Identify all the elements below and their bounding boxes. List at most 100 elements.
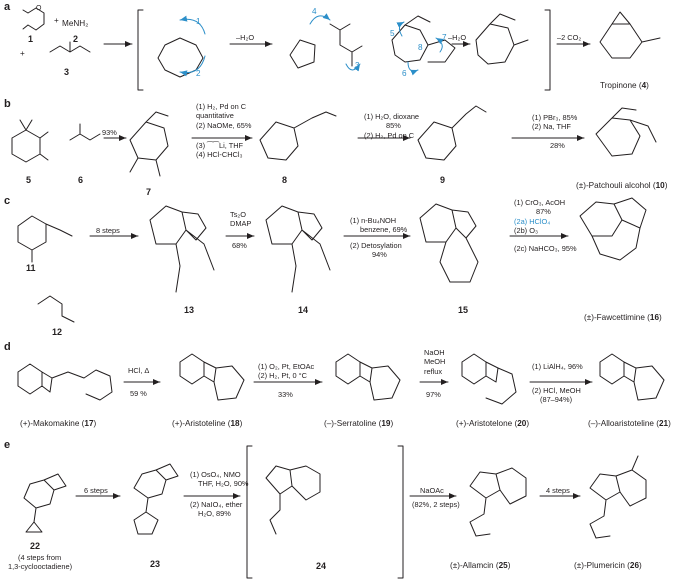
compound-5-label: 5 xyxy=(26,175,32,185)
intermediate-bracket xyxy=(137,9,551,91)
compound-23-label: 23 xyxy=(150,559,161,569)
panel-a-label: a xyxy=(4,1,11,13)
panel-e-structures xyxy=(23,445,647,579)
makomakine-name: (+)-Makomakine (17) xyxy=(20,419,97,428)
cyclohexenone-11-structure xyxy=(17,215,73,263)
compound-6-label: 6 xyxy=(78,175,84,185)
allamcin-name: (±)-Allamcin (25) xyxy=(450,561,511,570)
curly-arrow-number-5: 5 xyxy=(390,29,395,38)
decarboxylation-label: –2 CO₂ xyxy=(557,33,582,42)
panel-c-structures xyxy=(17,197,647,323)
chloride-8-structure xyxy=(259,111,337,161)
panel-a-curly-arrows xyxy=(179,13,444,77)
panel-b-label: b xyxy=(4,98,11,110)
fawcettimine-name: (±)-Fawcettimine (16) xyxy=(584,313,662,322)
dehydration-label-2: –H₂O xyxy=(448,33,467,42)
serratoline-structure xyxy=(335,353,401,401)
dehydration-label-1: –H₂O xyxy=(236,33,255,42)
compound-14-label: 14 xyxy=(298,305,309,315)
fawcettimine-structure xyxy=(579,197,647,261)
conditions-c4-lower: (2c) NaHCO₃, 95% xyxy=(514,244,577,253)
plumericin-name: (±)-Plumericin (26) xyxy=(574,561,642,570)
panel-b-structures xyxy=(11,105,657,177)
steps-c1: 8 steps xyxy=(96,226,120,235)
yield-b1: 93% xyxy=(102,128,117,137)
alloaristoteline-structure xyxy=(599,353,665,401)
compound-24-label: 24 xyxy=(316,561,327,571)
plus-sign-a1: + xyxy=(54,16,59,25)
bracket-24 xyxy=(246,445,404,579)
steps-e1: 6 steps xyxy=(84,486,108,495)
curly-arrow-6 xyxy=(407,61,419,76)
curly-arrow-number-2: 2 xyxy=(196,69,201,78)
tropinone-name: Tropinone (4) xyxy=(600,81,649,90)
panel-d-label: d xyxy=(4,341,11,353)
diketone-intermediate xyxy=(157,37,204,78)
aristotelone-name: (+)-Aristotelone (20) xyxy=(456,419,530,428)
curly-arrow-3 xyxy=(345,63,361,72)
compound-12-label: 12 xyxy=(52,327,63,337)
silyl-enol-ether-12-structure xyxy=(37,295,75,323)
compound-3-label: 3 xyxy=(64,67,70,77)
bicyclic-diacid-structure xyxy=(475,13,529,65)
conditions-d4-lower: (2) HCl, MeOH(87–94%) xyxy=(532,386,581,405)
yield-c2: 68% xyxy=(232,241,247,250)
aristoteline-structure xyxy=(179,353,245,401)
methylamine-label: MeNH₂ xyxy=(62,19,89,28)
panel-d-structures xyxy=(17,353,665,405)
panel-e-label: e xyxy=(4,439,11,451)
butenolide-23-structure xyxy=(133,463,179,535)
conditions-d1: HCl, Δ xyxy=(128,366,150,375)
allamcin-structure xyxy=(469,467,527,537)
compound-7-label: 7 xyxy=(146,187,152,197)
plus-sign-a2: + xyxy=(20,49,25,58)
aristotelone-structure xyxy=(461,353,517,405)
pyrrolinium-structure xyxy=(289,39,316,69)
patchouli-alcohol-name: (±)-Patchouli alcohol (10) xyxy=(576,181,668,190)
ketone-7-structure xyxy=(129,111,169,177)
conditions-d2: (1) O₂, Pt, EtOAc(2) H₂, Pt, 0 °C xyxy=(258,362,315,381)
bicyclic-diene-22-structure xyxy=(23,473,67,533)
panel-c-label: c xyxy=(4,195,11,207)
dienone-5-structure xyxy=(11,119,49,163)
conditions-b4-lower: 28% xyxy=(550,141,565,150)
enol-acid-structure xyxy=(329,23,363,67)
compound-8-label: 8 xyxy=(282,175,288,185)
alcohol-9-structure xyxy=(417,105,487,161)
patchouli-alcohol-structure xyxy=(595,107,657,157)
conditions-e3-lower: (82%, 2 steps) xyxy=(412,500,460,509)
compound-13-label: 13 xyxy=(184,305,195,315)
curly-arrow-2 xyxy=(179,55,206,77)
curly-arrow-number-3: 3 xyxy=(355,61,360,70)
aristoteline-name: (+)-Aristoteline (18) xyxy=(172,419,243,428)
tosylate-14-structure xyxy=(265,205,331,293)
curly-arrow-number-7: 7 xyxy=(442,33,447,42)
compound-22-label: 22 xyxy=(30,541,41,551)
succinaldehyde-structure xyxy=(22,7,45,31)
curly-arrow-5 xyxy=(396,21,405,37)
conditions-b4: (1) PBr₃, 85%(2) Na, THF xyxy=(532,113,578,132)
svg-text:O: O xyxy=(36,5,42,12)
compound-1-label: 1 xyxy=(28,34,34,44)
makomakine-structure xyxy=(17,363,113,401)
plumericin-structure xyxy=(589,455,647,539)
conditions-e3: NaOAc xyxy=(420,486,444,495)
curly-arrow-number-6: 6 xyxy=(402,69,407,78)
steps-e4: 4 steps xyxy=(546,486,570,495)
bicyclic-13-structure xyxy=(149,205,215,293)
compound-2-label: 2 xyxy=(73,34,79,44)
yield-d3: 97% xyxy=(426,390,441,399)
curly-arrow-number-1: 1 xyxy=(196,17,201,26)
enone-6-structure xyxy=(69,123,101,141)
yield-d1: 59 % xyxy=(130,389,147,398)
curly-arrow-7 xyxy=(435,37,444,53)
